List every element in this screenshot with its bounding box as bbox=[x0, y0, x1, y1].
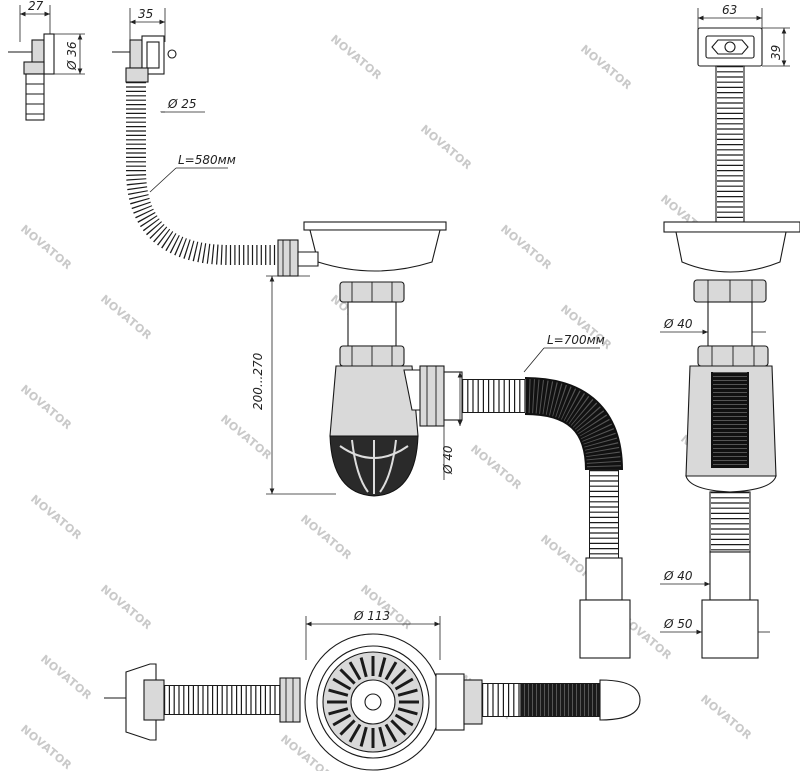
siphon-top-view: Ø 113 bbox=[104, 609, 641, 771]
watermark-text: NOVATOR bbox=[18, 222, 74, 272]
overflow-outlet-small: 27 Ø 36 bbox=[8, 0, 85, 121]
strainer-slot bbox=[359, 657, 368, 678]
strainer-slot bbox=[339, 668, 356, 685]
strainer-slot bbox=[384, 723, 398, 743]
dim-d40-front-label: Ø 40 bbox=[441, 445, 455, 475]
strainer-slot bbox=[397, 688, 418, 697]
watermark-text: NOVATOR bbox=[18, 722, 74, 771]
dim-l700-label: L=700мм bbox=[547, 333, 605, 347]
dim-27-label: 27 bbox=[28, 0, 44, 13]
watermark-text: NOVATOR bbox=[418, 122, 474, 172]
strainer-slot bbox=[390, 719, 407, 736]
overflow-with-hose: 35 Ø 25 L=580мм bbox=[112, 7, 278, 265]
watermark-text: NOVATOR bbox=[28, 492, 84, 542]
dim-d113-label: Ø 113 bbox=[353, 609, 390, 623]
watermark-text: NOVATOR bbox=[468, 442, 524, 492]
watermark-text: NOVATOR bbox=[298, 512, 354, 562]
strainer-slot bbox=[348, 661, 362, 681]
dim-39-label: 39 bbox=[769, 45, 783, 60]
strainer-slot bbox=[390, 668, 407, 685]
dim-d50-label: Ø 50 bbox=[663, 617, 693, 631]
dim-l580-label: L=580мм bbox=[178, 153, 236, 167]
watermark-text: NOVATOR bbox=[698, 692, 754, 742]
strainer-slot bbox=[348, 723, 362, 743]
watermark-text: NOVATOR bbox=[358, 582, 414, 632]
watermark-text: NOVATOR bbox=[18, 382, 74, 432]
dim-d40-side-bottom-label: Ø 40 bbox=[663, 569, 693, 583]
watermark-text: NOVATOR bbox=[218, 412, 274, 462]
strainer-slot bbox=[339, 719, 356, 736]
strainer-slot bbox=[332, 713, 352, 727]
watermark-text: NOVATOR bbox=[328, 32, 384, 82]
strainer-slot bbox=[394, 713, 414, 727]
siphon-side-view: 63 39 bbox=[660, 3, 800, 659]
strainer-slot bbox=[397, 707, 418, 716]
watermark-text: NOVATOR bbox=[98, 582, 154, 632]
dim-63-label: 63 bbox=[722, 3, 737, 17]
dim-d25-label: Ø 25 bbox=[167, 97, 197, 111]
strainer-slot bbox=[328, 688, 349, 697]
strainer-slot bbox=[378, 726, 387, 747]
strainer-slot bbox=[332, 677, 352, 691]
strainer-slot bbox=[394, 677, 414, 691]
drain-hose: L=700мм bbox=[462, 333, 631, 659]
dim-d40-side-top-label: Ø 40 bbox=[663, 317, 693, 331]
watermark-text: NOVATOR bbox=[38, 652, 94, 702]
siphon-front-view: 200...270 Ø 40 bbox=[251, 221, 463, 497]
strainer-slot bbox=[359, 726, 368, 747]
watermark-text: NOVATOR bbox=[578, 42, 634, 92]
watermark-text: NOVATOR bbox=[498, 222, 554, 272]
dim-35-label: 35 bbox=[138, 7, 153, 21]
watermark-text: NOVATOR bbox=[98, 292, 154, 342]
strainer-slot bbox=[378, 657, 387, 678]
dim-200-270-label: 200...270 bbox=[251, 352, 265, 410]
strainer-slot bbox=[328, 707, 349, 716]
strainer-slot bbox=[384, 661, 398, 681]
dim-d36-label: Ø 36 bbox=[65, 41, 79, 71]
